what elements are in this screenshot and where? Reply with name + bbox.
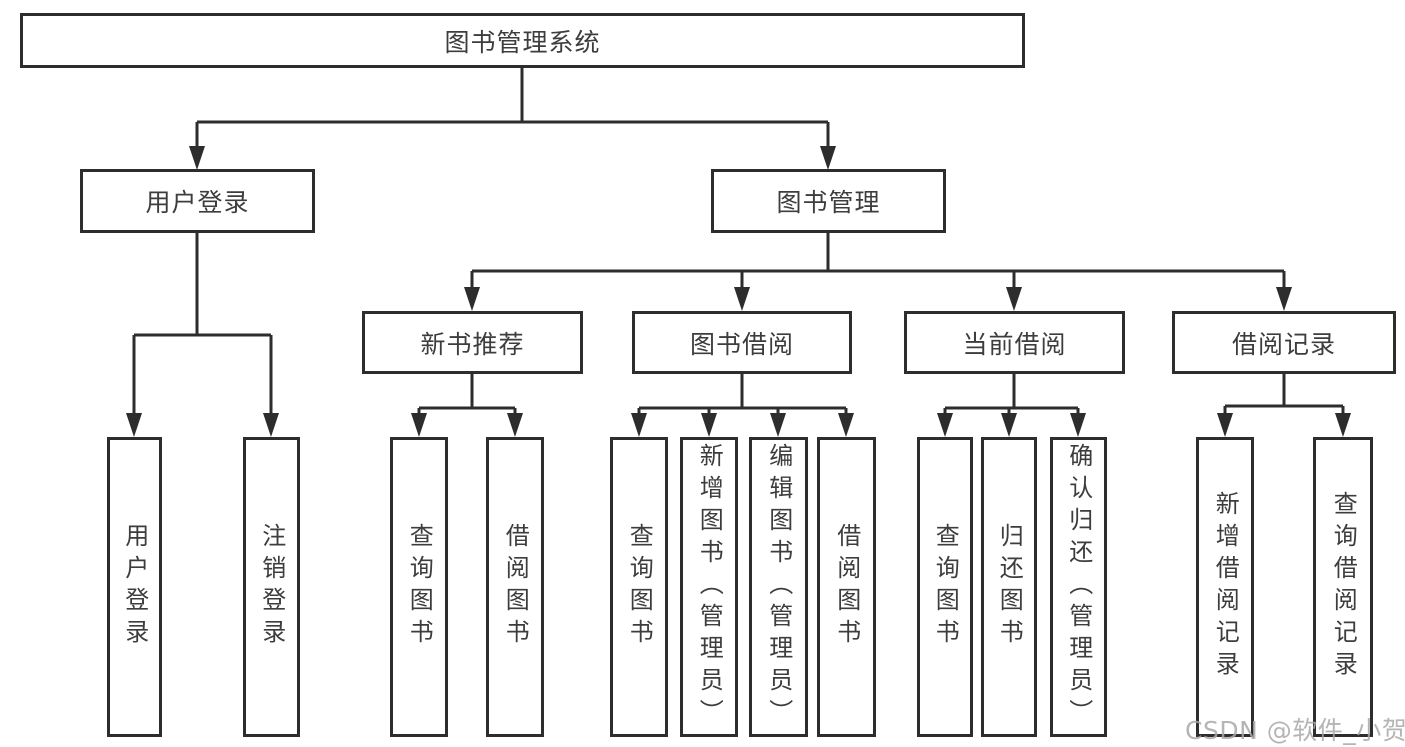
arrowhead-icon xyxy=(770,413,786,437)
leaf-label: 注销登录 xyxy=(257,523,286,651)
node-label: 用户登录 xyxy=(145,188,250,217)
arrowhead-icon xyxy=(701,413,717,437)
leaf-add-borrow-record: 新增借阅记录 xyxy=(1196,437,1254,737)
arrowhead-icon xyxy=(464,287,480,311)
leaf-logout: 注销登录 xyxy=(243,437,300,737)
node-new-book-recommendation: 新书推荐 xyxy=(362,311,583,374)
leaf-return-books: 归还图书 xyxy=(981,437,1037,737)
leaf-label: 借阅图书 xyxy=(501,523,530,651)
arrowhead-icon xyxy=(838,413,854,437)
leaf-edit-books-admin: 编辑图书（管理员） xyxy=(749,437,808,737)
leaf-confirm-return-admin: 确认归还（管理员） xyxy=(1050,437,1107,737)
connector-newbook-to-leaves xyxy=(411,374,523,437)
csdn-watermark: CSDN @软件_小贺同学 xyxy=(1185,716,1405,745)
leaf-label: 编辑图书（管理员） xyxy=(764,443,793,731)
node-book-borrowing: 图书借阅 xyxy=(632,311,852,374)
leaf-label: 查询借阅记录 xyxy=(1329,491,1358,683)
leaf-query-books-newbook: 查询图书 xyxy=(390,437,448,737)
leaf-query-borrow-record: 查询借阅记录 xyxy=(1313,437,1373,737)
connector-line xyxy=(943,374,1080,417)
leaf-label: 归还图书 xyxy=(995,523,1024,651)
arrowhead-icon xyxy=(1335,413,1351,437)
connector-user-login-to-leaves xyxy=(126,233,279,437)
arrowhead-icon xyxy=(1001,413,1017,437)
connector-root-to-level2 xyxy=(189,68,836,170)
node-book-management: 图书管理 xyxy=(711,169,946,233)
leaf-label: 借阅图书 xyxy=(832,523,861,651)
leaf-user-login: 用户登录 xyxy=(107,437,162,737)
connector-book-mgmt-to-level3 xyxy=(464,233,1292,311)
leaf-label: 新增图书（管理员） xyxy=(695,443,724,731)
arrowhead-icon xyxy=(1217,413,1233,437)
node-user-login: 用户登录 xyxy=(80,169,315,233)
node-current-borrowing: 当前借阅 xyxy=(904,311,1125,374)
arrowhead-icon xyxy=(1006,287,1022,311)
leaf-add-books-admin: 新增图书（管理员） xyxy=(680,437,738,737)
arrowhead-icon xyxy=(734,287,750,311)
node-label: 当前借阅 xyxy=(962,329,1067,359)
node-borrowing-records: 借阅记录 xyxy=(1172,311,1396,374)
leaf-query-books-borrow: 查询图书 xyxy=(610,437,668,737)
node-label: 图书管理 xyxy=(776,188,881,217)
connector-line xyxy=(637,374,848,417)
leaf-label: 用户登录 xyxy=(120,523,149,651)
node-library-management-system: 图书管理系统 xyxy=(20,13,1025,68)
arrowhead-icon xyxy=(1276,287,1292,311)
arrowhead-icon xyxy=(1070,413,1086,437)
leaf-label: 新增借阅记录 xyxy=(1211,491,1240,683)
arrowhead-icon xyxy=(631,413,647,437)
arrowhead-icon xyxy=(126,413,142,437)
leaf-query-books-current: 查询图书 xyxy=(917,437,973,737)
connector-records-to-leaves xyxy=(1217,374,1351,437)
node-label: 图书借阅 xyxy=(689,329,794,359)
connector-current-to-leaves xyxy=(937,374,1086,437)
arrowhead-icon xyxy=(820,146,836,170)
connector-line xyxy=(417,374,517,417)
connector-borrow-to-leaves xyxy=(631,374,854,437)
arrowhead-icon xyxy=(411,413,427,437)
arrowhead-icon xyxy=(507,413,523,437)
node-label: 图书管理系统 xyxy=(444,27,601,57)
node-label: 新书推荐 xyxy=(420,329,525,359)
connector-line xyxy=(470,233,1286,291)
connector-line xyxy=(1223,374,1345,417)
arrowhead-icon xyxy=(937,413,953,437)
connector-line xyxy=(195,68,830,150)
connector-line xyxy=(132,233,273,417)
leaf-borrow-books-newbook: 借阅图书 xyxy=(486,437,544,737)
leaf-label: 查询图书 xyxy=(931,523,960,651)
arrowhead-icon xyxy=(263,413,279,437)
node-label: 借阅记录 xyxy=(1231,329,1336,359)
leaf-label: 确认归还（管理员） xyxy=(1064,443,1093,731)
leaf-borrow-books: 借阅图书 xyxy=(817,437,876,737)
leaf-label: 查询图书 xyxy=(405,523,434,651)
arrowhead-icon xyxy=(189,146,205,170)
leaf-label: 查询图书 xyxy=(625,523,654,651)
